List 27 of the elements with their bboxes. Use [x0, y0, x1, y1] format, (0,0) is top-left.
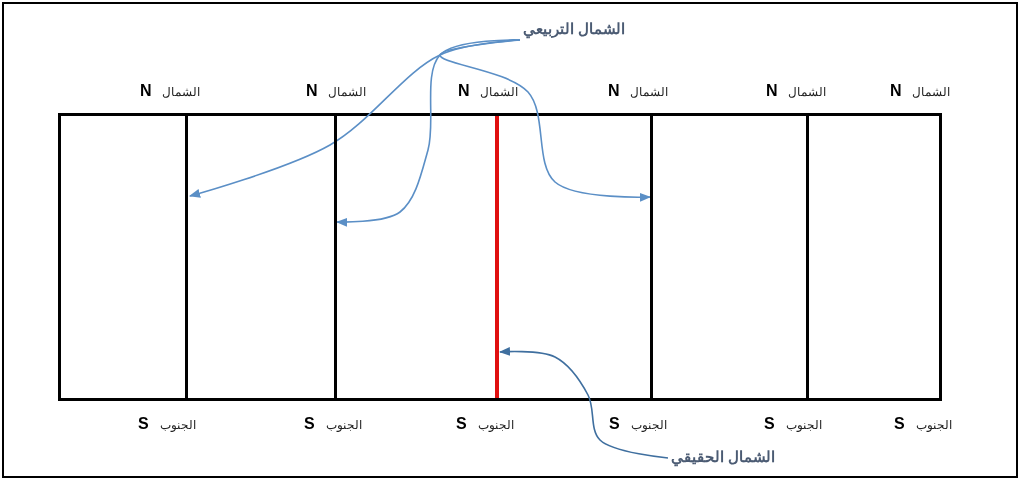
compass-letter: S: [894, 415, 905, 433]
grid-line: [185, 116, 188, 398]
grid-line: [650, 116, 653, 398]
direction-label: الجنوب: [160, 418, 196, 432]
compass-letter: N: [306, 82, 318, 100]
compass-letter: N: [766, 82, 778, 100]
compass-letter: N: [140, 82, 152, 100]
direction-label: الجنوب: [478, 418, 514, 432]
direction-label: الجنوب: [326, 418, 362, 432]
compass-letter: S: [456, 415, 467, 433]
leader-arrow: [498, 346, 669, 459]
callout-label: الشمال التربيعي: [520, 18, 629, 40]
direction-label: الجنوب: [916, 418, 952, 432]
compass-letter: N: [608, 82, 620, 100]
grid-line: [806, 116, 809, 398]
compass-letter: S: [138, 415, 149, 433]
compass-letter: S: [764, 415, 775, 433]
direction-label: الشمال: [912, 85, 950, 99]
grid-line: [334, 116, 337, 398]
compass-letter: S: [304, 415, 315, 433]
compass-letter: N: [458, 82, 470, 100]
callout-label: الشمال الحقيقي: [668, 446, 779, 468]
direction-label: الجنوب: [631, 418, 667, 432]
direction-label: الجنوب: [786, 418, 822, 432]
compass-letter: N: [890, 82, 902, 100]
leader-arrow: [439, 39, 652, 202]
compass-letter: S: [609, 415, 620, 433]
